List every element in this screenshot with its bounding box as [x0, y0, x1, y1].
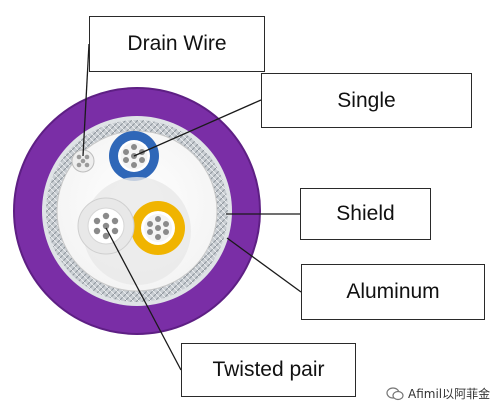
drain-wire: [71, 149, 95, 173]
leader-line-single: [133, 99, 262, 157]
aluminum-label: Aluminum: [301, 264, 485, 320]
watermark: Afimil以阿菲金: [386, 385, 490, 402]
twisted-pair-label: Twisted pair: [181, 343, 356, 397]
drain-wire-label: Drain Wire: [89, 16, 265, 72]
single-label: Single: [261, 73, 472, 128]
twisted-pair-yellow-conductor: [131, 201, 185, 255]
leader-lines: [82, 43, 302, 371]
chat-bubble-icon: [386, 386, 404, 400]
twisted-pair-white-conductor: [77, 197, 135, 255]
leader-line-drain: [82, 43, 90, 157]
shield-label: Shield: [300, 188, 431, 240]
leader-line-twisted: [105, 227, 182, 371]
leader-line-aluminum: [226, 237, 302, 293]
watermark-text: Afimil以阿菲金: [408, 387, 491, 401]
